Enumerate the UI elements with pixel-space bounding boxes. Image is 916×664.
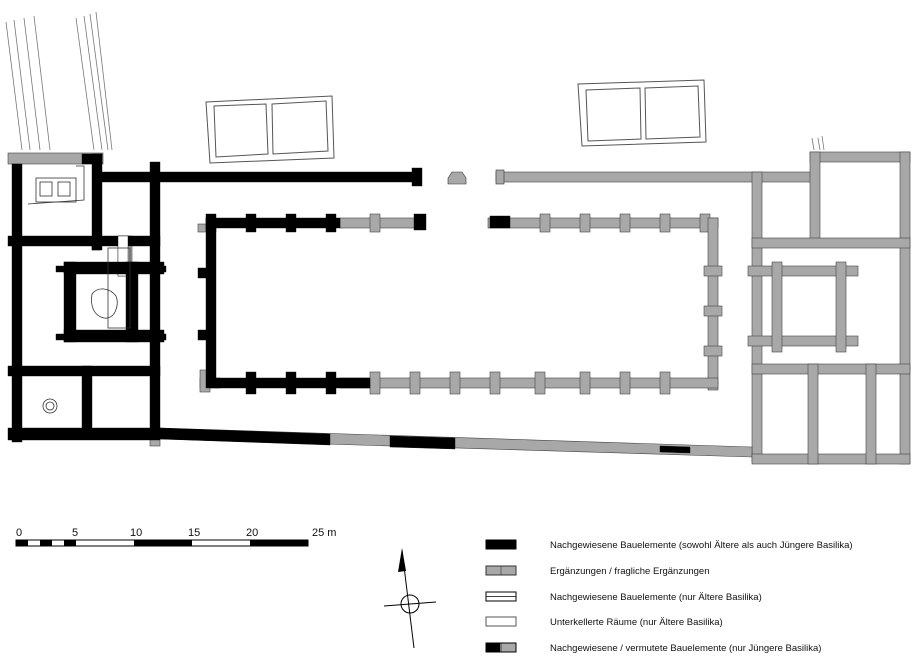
scale-tick-0: 0	[16, 527, 22, 539]
street-lines	[5, 11, 825, 151]
legend-label: Nachgewiesene / vermutete Bauelemente (n…	[550, 643, 821, 654]
legend-label: Nachgewiesene Bauelemente (nur Ältere Ba…	[550, 592, 762, 603]
legend-item-proven-both: Nachgewiesene Bauelemente (sowohl Ältere…	[485, 539, 853, 551]
font-well-detail	[27, 165, 131, 414]
legend-label: Ergänzungen / fragliche Ergänzungen	[550, 566, 710, 577]
legend-item-proven-older: Nachgewiesene Bauelemente (nur Ältere Ba…	[485, 591, 762, 603]
legend-item-additions: Ergänzungen / fragliche Ergänzungen	[485, 565, 710, 577]
basement-rooms-west	[205, 95, 335, 164]
additions-walls	[7, 151, 911, 465]
legend-label: Unterkellerte Räume (nur Ältere Basilika…	[550, 617, 723, 628]
scale-tick-20: 20	[246, 527, 258, 539]
legend-swatch-black	[485, 539, 517, 550]
scale-tick-10: 10	[130, 527, 142, 539]
legend: Nachgewiesene Bauelemente (sowohl Ältere…	[485, 539, 853, 654]
north-arrow-icon	[383, 548, 437, 649]
basement-rooms-east	[577, 79, 707, 147]
legend-label: Nachgewiesene Bauelemente (sowohl Ältere…	[550, 540, 853, 551]
legend-item-basement: Unterkellerte Räume (nur Ältere Basilika…	[485, 616, 723, 628]
scale-tick-15: 15	[188, 527, 200, 539]
scale-tick-5: 5	[72, 527, 78, 539]
legend-item-proven-younger: Nachgewiesene / vermutete Bauelemente (n…	[485, 642, 821, 654]
central-markers	[447, 169, 505, 185]
scale-end-label: 25 m	[312, 527, 336, 539]
legend-swatch-outline	[485, 616, 517, 627]
scale-bar: 0 5 10 15 20 25 m	[15, 527, 336, 547]
proven-walls	[7, 153, 691, 454]
